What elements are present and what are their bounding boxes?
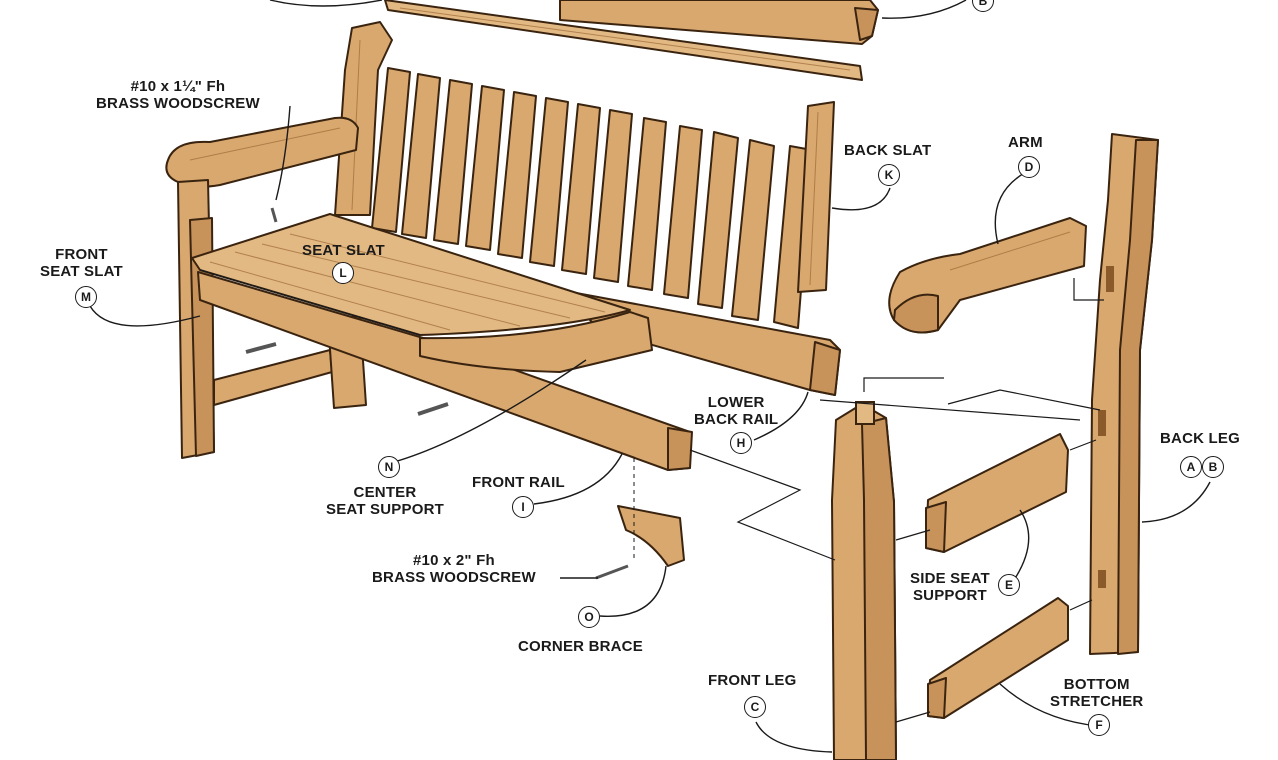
part-letter-o: O (578, 606, 600, 628)
label-arm: ARM (1008, 134, 1043, 151)
part-letter-c: C (744, 696, 766, 718)
label-front-rail: FRONT RAIL (472, 474, 565, 491)
label-bottom-stretcher-line2: STRETCHER (1050, 693, 1144, 710)
label-corner-brace: CORNER BRACE (518, 638, 643, 655)
label-bottom-stretcher-line1: BOTTOM (1063, 676, 1130, 693)
label-small-screw-line1: #10 x 1¼" Fh (130, 78, 226, 95)
arm-part (888, 217, 1087, 334)
center-seat-support-part (419, 311, 653, 373)
part-letter-e: E (998, 574, 1020, 596)
part-letter-b: B (1202, 456, 1224, 478)
label-front-seat-slat: FRONT SEAT SLAT (40, 246, 123, 280)
label-lower-back-rail-line1: LOWER (707, 394, 765, 411)
part-letter-d: D (1018, 156, 1040, 178)
label-front-leg: FRONT LEG (708, 672, 797, 689)
bench-back-leg-left (334, 21, 393, 216)
label-center-seat-support-line2: SEAT SUPPORT (326, 501, 444, 518)
loose-back-slat (797, 101, 835, 293)
bench-arm-left (165, 116, 359, 188)
label-small-screw-line2: BRASS WOODSCREW (96, 95, 260, 112)
back-leg-part (1089, 133, 1159, 655)
screws (245, 207, 629, 580)
label-lower-back-rail-line2: BACK RAIL (694, 411, 779, 428)
label-center-seat-support: CENTER SEAT SUPPORT (326, 484, 444, 518)
label-seat-slat: SEAT SLAT (302, 242, 385, 259)
label-center-seat-support-line1: CENTER (353, 484, 417, 501)
front-leg-part (831, 401, 897, 760)
label-side-seat-support-line2: SUPPORT (912, 587, 987, 604)
back-slats (371, 67, 813, 329)
label-small-screw: #10 x 1¼" Fh BRASS WOODSCREW (96, 78, 260, 112)
label-front-seat-slat-line2: SEAT SLAT (40, 263, 123, 280)
top-back-rail (384, 0, 879, 81)
label-back-slat: BACK SLAT (844, 142, 932, 159)
label-front-seat-slat-line1: FRONT (55, 246, 108, 263)
bench-front-leg-left (177, 179, 215, 459)
assembly-guide-lines (633, 278, 1104, 723)
label-bottom-stretcher: BOTTOM STRETCHER (1050, 676, 1143, 710)
part-letter-m: M (75, 286, 97, 308)
label-side-seat-support-line1: SIDE SEAT (910, 570, 990, 587)
corner-brace-part (617, 505, 685, 567)
label-back-leg: BACK LEG (1160, 430, 1240, 447)
part-letter-i: I (512, 496, 534, 518)
part-letter-k: K (878, 164, 900, 186)
label-large-screw-line1: #10 x 2" Fh (412, 552, 495, 569)
side-seat-support-part (925, 433, 1069, 553)
bottom-stretcher-part (927, 597, 1069, 719)
part-letter-h: H (730, 432, 752, 454)
part-letter-a: A (1180, 456, 1202, 478)
label-large-screw-line2: BRASS WOODSCREW (372, 569, 536, 586)
part-letter-f: F (1088, 714, 1110, 736)
part-letter-l: L (332, 262, 354, 284)
label-lower-back-rail: LOWER BACK RAIL (694, 394, 778, 428)
part-letter-n: N (378, 456, 400, 478)
seat-slats (191, 213, 631, 336)
leader-lines (89, 0, 1211, 753)
label-large-screw: #10 x 2" Fh BRASS WOODSCREW (372, 552, 536, 586)
label-side-seat-support: SIDE SEAT SUPPORT (910, 570, 990, 604)
